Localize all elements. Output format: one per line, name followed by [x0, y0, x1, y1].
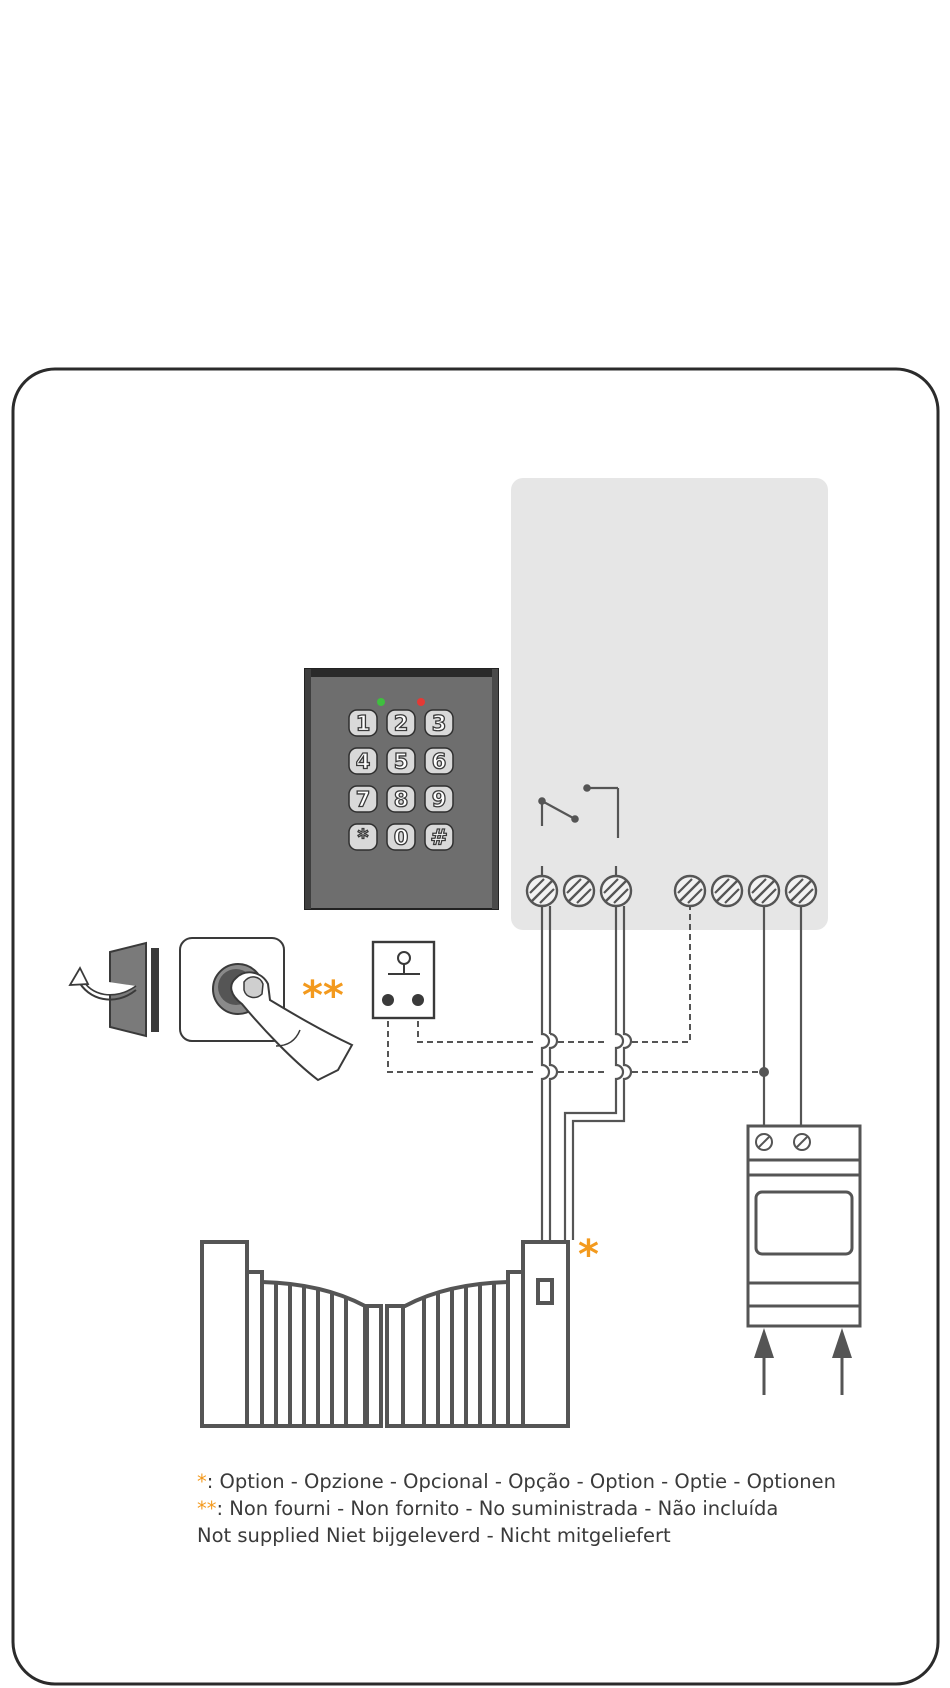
- power-supply-icon: [748, 1126, 860, 1326]
- terminal-screw-icon: [675, 876, 705, 906]
- terminal-screw-icon: [601, 876, 631, 906]
- keypad-key-label: 5: [394, 750, 409, 774]
- terminal-block-left: [527, 876, 631, 906]
- power-input-arrows: [754, 1328, 852, 1395]
- legend-line-option: *: Option - Opzione - Opcional - Opção -…: [197, 1468, 897, 1495]
- keypad-key-label: 6: [432, 750, 447, 774]
- led-green: [377, 698, 385, 706]
- terminal-screw-icon: [794, 1134, 810, 1150]
- keypad-key: 0: [387, 824, 415, 850]
- keypad-key: #: [425, 824, 453, 850]
- keypad-key-label: 3: [432, 712, 447, 736]
- keypad-key: 8: [387, 786, 415, 812]
- keypad-key: 9: [425, 786, 453, 812]
- keypad-key: *: [349, 824, 377, 850]
- keypad-key-label: 9: [432, 788, 447, 812]
- keypad-key-label: 4: [356, 750, 371, 774]
- keypad-key: 1: [349, 710, 377, 736]
- keypad-key-label: 1: [356, 712, 371, 736]
- gate-icon: [202, 1242, 568, 1426]
- arrow-up-icon: [832, 1328, 852, 1358]
- not-supplied-marker: **: [302, 973, 344, 1019]
- legend-option-text: : Option - Opzione - Opcional - Opção - …: [207, 1470, 836, 1493]
- led-red: [417, 698, 425, 706]
- keypad-key: 2: [387, 710, 415, 736]
- keypad-key-label: 7: [356, 788, 371, 812]
- photocell-icon: [538, 1280, 552, 1303]
- option-marker: *: [578, 1232, 599, 1278]
- terminal-screw-icon: [756, 1134, 772, 1150]
- terminal-screw-icon: [712, 876, 742, 906]
- terminal-screw-icon: [786, 876, 816, 906]
- arrow-up-icon: [754, 1328, 774, 1358]
- keypad-key-label: 2: [394, 712, 409, 736]
- legend-line-translations: Not supplied Niet bijgeleverd - Nicht mi…: [197, 1522, 897, 1549]
- legend-not-supplied-text: : Non fourni - Non fornito - No suminist…: [217, 1497, 779, 1520]
- legend-translations-text: Not supplied Niet bijgeleverd - Nicht mi…: [197, 1524, 671, 1547]
- keypad-key: 7: [349, 786, 377, 812]
- door-icon: [70, 943, 159, 1036]
- keypad-key: 3: [425, 710, 453, 736]
- legend-option-marker: *: [197, 1470, 207, 1493]
- keypad-key: 6: [425, 748, 453, 774]
- legend: *: Option - Opzione - Opcional - Opção -…: [197, 1468, 897, 1549]
- terminal-screw-icon: [749, 876, 779, 906]
- keypad-key: 5: [387, 748, 415, 774]
- legend-line-not-supplied: **: Non fourni - Non fornito - No sumini…: [197, 1495, 897, 1522]
- control-box: [511, 478, 828, 930]
- terminal-screw-icon: [564, 876, 594, 906]
- keypad-key-label: 8: [394, 788, 409, 812]
- legend-not-supplied-marker: **: [197, 1497, 217, 1520]
- keypad-key-label: *: [358, 826, 369, 850]
- junction-dot: [759, 1067, 769, 1077]
- keypad-key-label: #: [430, 826, 448, 850]
- keypad-key-label: 0: [394, 826, 409, 850]
- pushbutton-switch-icon: [373, 942, 434, 1018]
- keypad-key: 4: [349, 748, 377, 774]
- dashed-wires: [388, 906, 764, 1072]
- terminal-screw-icon: [527, 876, 557, 906]
